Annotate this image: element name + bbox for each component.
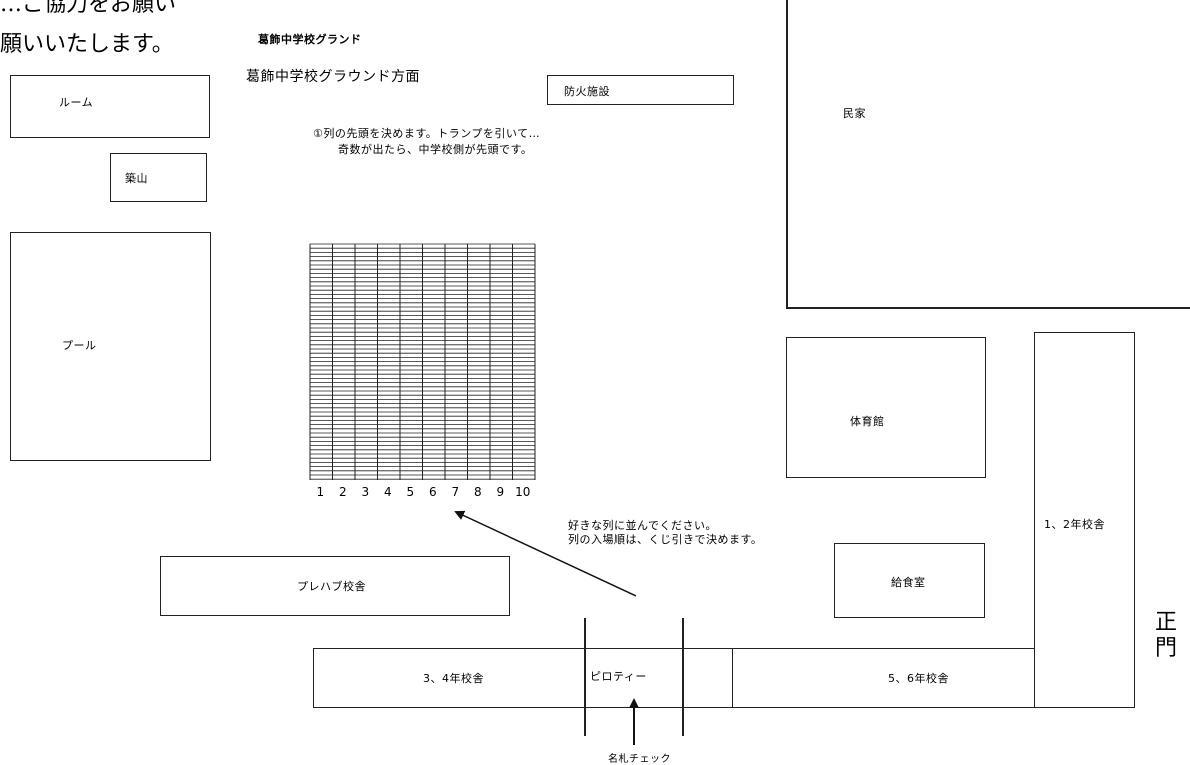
pool-building bbox=[10, 232, 211, 461]
header-line: 願いいたします。 bbox=[0, 32, 174, 57]
column-number-5: 5 bbox=[406, 485, 414, 499]
prefab-building bbox=[160, 556, 510, 616]
piloti-right-line bbox=[682, 618, 684, 736]
kyushoku-label: 給食室 bbox=[891, 576, 926, 589]
column-number-7: 7 bbox=[451, 485, 459, 499]
column-number-9: 9 bbox=[496, 485, 504, 499]
small-map-title: 葛飾中学校グランド bbox=[258, 33, 362, 46]
column-number-2: 2 bbox=[339, 485, 347, 499]
piloti-label: ピロティー bbox=[590, 670, 647, 683]
grade34-label: 3、4年校舎 bbox=[423, 672, 484, 685]
column-number-3: 3 bbox=[361, 485, 369, 499]
minka-label: 民家 bbox=[843, 107, 866, 120]
tsukiyama-label: 築山 bbox=[125, 172, 148, 185]
room-label: ルーム bbox=[59, 96, 94, 109]
column-number-6: 6 bbox=[429, 485, 437, 499]
instruction-line-1: ①列の先頭を決めます。トランプを引いて… bbox=[313, 127, 541, 140]
gym-label: 体育館 bbox=[850, 415, 885, 428]
grade56-label: 5、6年校舎 bbox=[888, 672, 949, 685]
lineup-grid bbox=[309, 243, 536, 480]
gym-building bbox=[786, 337, 986, 478]
nafuda-check-label: 名札チェック bbox=[608, 754, 671, 765]
instruction-line-2: 奇数が出たら、中学校側が先頭です。 bbox=[338, 143, 533, 156]
grade56-building bbox=[732, 648, 1035, 708]
piloti-left-line bbox=[584, 618, 586, 736]
minka-left-wall bbox=[786, 0, 788, 308]
main-gate-label: 正門 bbox=[1154, 610, 1177, 661]
tsukiyama-mound bbox=[110, 153, 207, 202]
pool-label: プール bbox=[62, 339, 97, 352]
piloti-passage bbox=[584, 648, 734, 708]
column-number-10: 10 bbox=[515, 485, 530, 499]
column-number-4: 4 bbox=[384, 485, 392, 499]
grade12-building bbox=[1034, 332, 1135, 708]
bousai-label: 防火施設 bbox=[564, 85, 610, 98]
map-title: 葛飾中学校グラウンド方面 bbox=[246, 69, 420, 85]
header-cut-line: …ご協力をお願い bbox=[0, 0, 177, 17]
minka-bottom-wall bbox=[786, 307, 1190, 309]
room-building bbox=[10, 75, 210, 138]
kyushoku-building bbox=[834, 543, 985, 618]
grade12-label: 1、2年校舎 bbox=[1044, 518, 1105, 531]
bousai-facility bbox=[547, 75, 734, 105]
grade34-building bbox=[313, 648, 586, 708]
prefab-label: プレハブ校舎 bbox=[297, 580, 366, 593]
column-number-8: 8 bbox=[474, 485, 482, 499]
column-number-1: 1 bbox=[316, 485, 324, 499]
arrow-note-line-2: 列の入場順は、くじ引きで決めます。 bbox=[568, 533, 763, 546]
